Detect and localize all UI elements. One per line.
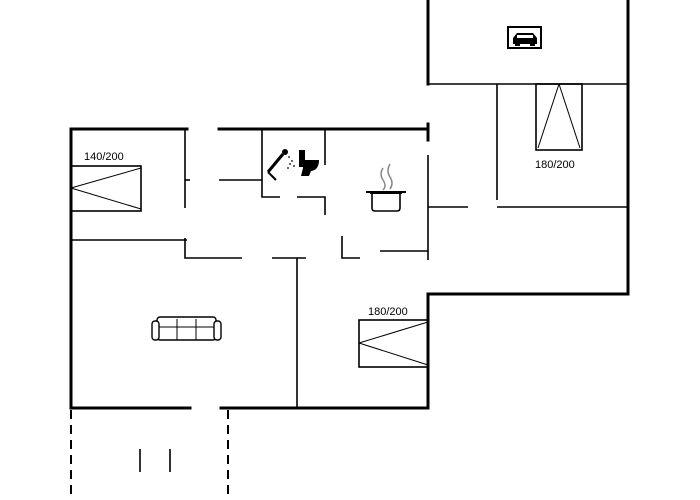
cooking-pot-icon — [366, 163, 406, 212]
bed-3-size-label: 180/200 — [368, 306, 408, 318]
bed-2: 180/200 — [535, 83, 583, 171]
shower-icon — [266, 149, 295, 181]
bed-2-size-label: 180/200 — [535, 159, 575, 171]
annex-walls — [426, 0, 630, 296]
bed-3: 180/200 — [358, 306, 429, 368]
bed-1-size-label: 140/200 — [84, 151, 124, 163]
bed-1: 140/200 — [70, 151, 142, 212]
interior-walls — [71, 129, 428, 408]
entrance-outline — [70, 410, 229, 500]
sofa-icon — [151, 316, 222, 341]
toilet-icon — [299, 150, 319, 176]
car-icon — [507, 26, 542, 49]
